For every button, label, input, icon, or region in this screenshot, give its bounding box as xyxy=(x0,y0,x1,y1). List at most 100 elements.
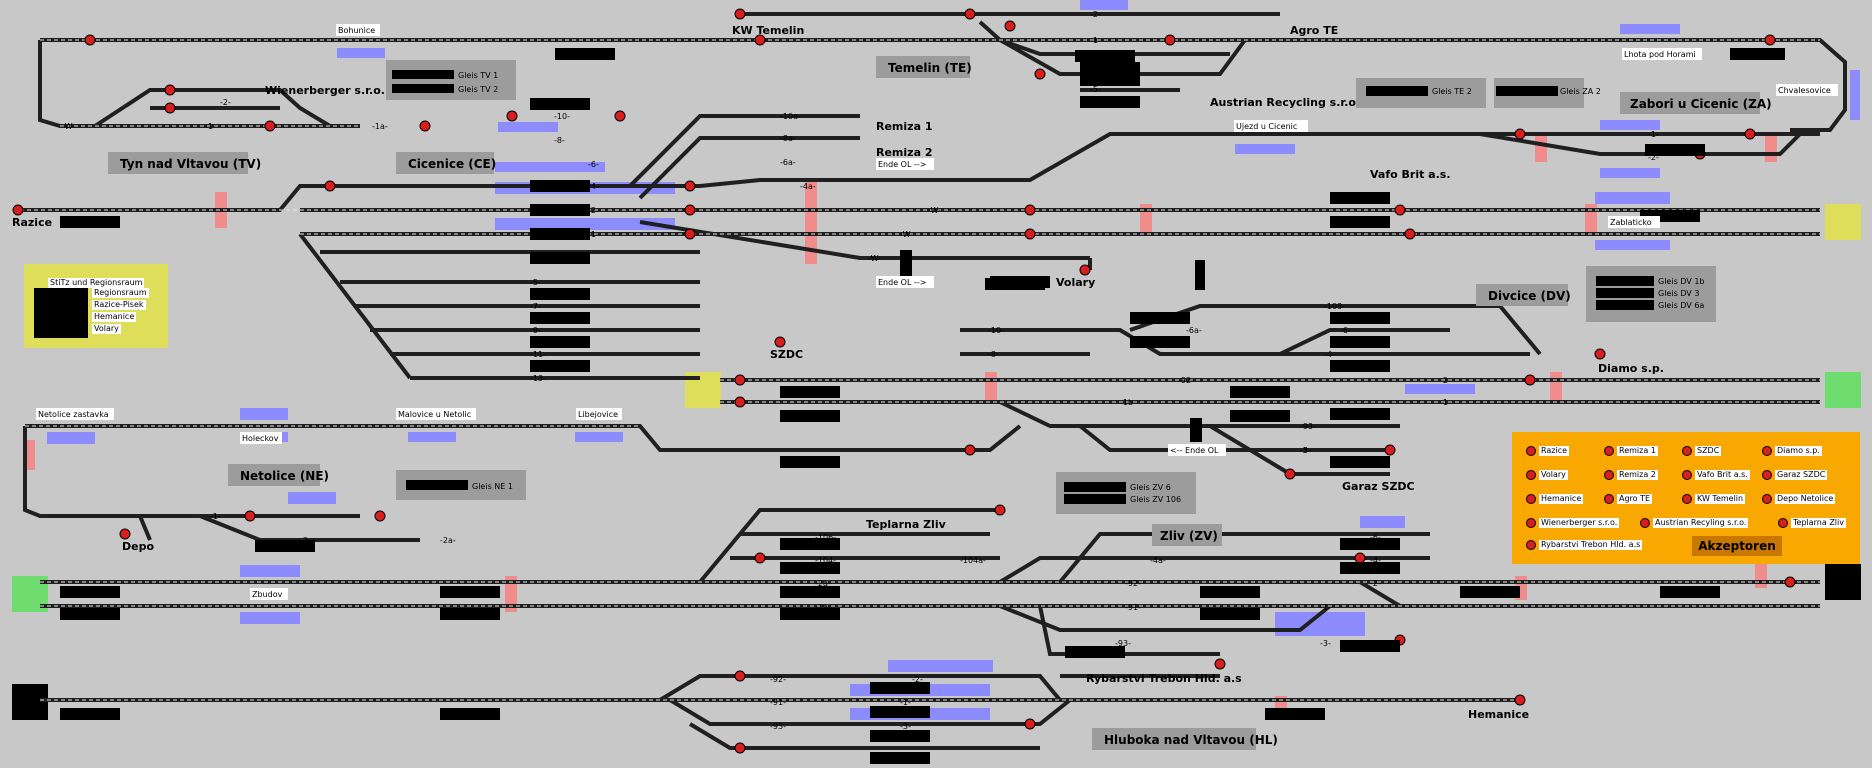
svg-text:Gleis TE 2: Gleis TE 2 xyxy=(1432,87,1472,96)
svg-text:-6-: -6- xyxy=(588,160,599,169)
svg-text:-4a-: -4a- xyxy=(800,182,816,191)
svg-text:-8-: -8- xyxy=(554,136,565,145)
akzeptor-item[interactable]: Depo Netolice xyxy=(1762,494,1836,504)
akzeptor-item[interactable]: Agro TE xyxy=(1604,494,1653,504)
akzeptor-item[interactable]: Hemanice xyxy=(1526,494,1584,504)
svg-text:-9-: -9- xyxy=(530,326,541,335)
svg-text:-1-: -1- xyxy=(1648,130,1659,139)
svg-text:-3-: -3- xyxy=(1090,60,1101,69)
svg-text:-92-: -92- xyxy=(1125,579,1141,588)
signal-dot-icon xyxy=(1604,494,1614,504)
svg-text:-2-: -2- xyxy=(1370,579,1381,588)
svg-text:Diamo s.p.: Diamo s.p. xyxy=(1598,362,1664,375)
svg-text:Ende OL -->: Ende OL --> xyxy=(878,160,926,169)
svg-text:Depo: Depo xyxy=(122,540,154,553)
akzeptor-label: Razice xyxy=(1539,446,1570,456)
akzeptor-label: Remiza 1 xyxy=(1617,446,1658,456)
svg-text:-10-: -10- xyxy=(554,112,570,121)
stitz-title: StiTz und Regionsraum xyxy=(48,278,145,288)
akzeptor-label: Remiza 2 xyxy=(1617,470,1658,480)
akzeptor-item[interactable]: Remiza 1 xyxy=(1604,446,1658,456)
svg-text:-6a-: -6a- xyxy=(780,158,796,167)
track-dash-overlay xyxy=(20,39,1820,701)
svg-text:-1-: -1- xyxy=(1440,398,1451,407)
svg-text:Divcice (DV): Divcice (DV) xyxy=(1488,289,1571,303)
svg-text:Hemanice: Hemanice xyxy=(1468,708,1529,721)
signals[interactable] xyxy=(12,8,1796,754)
svg-text:Agro TE: Agro TE xyxy=(1290,24,1338,37)
svg-text:-1-: -1- xyxy=(205,122,216,131)
stitz-item[interactable]: Regionsraum xyxy=(92,288,149,298)
akzeptor-label: Rybarstvi Trebon Hld. a.s xyxy=(1539,540,1643,550)
svg-text:-13-: -13- xyxy=(530,374,546,383)
akzeptor-item[interactable]: Razice xyxy=(1526,446,1570,456)
track-labels: -W- -2- -1- -1a- -10- -8- -6- -4- -2- -1… xyxy=(62,10,1659,731)
akzeptor-item[interactable]: Vafo Brit a.s. xyxy=(1682,470,1750,480)
svg-text:-1-: -1- xyxy=(1090,36,1101,45)
svg-text:-92-: -92- xyxy=(770,675,786,684)
svg-text:Tyn nad Vltavou (TV): Tyn nad Vltavou (TV) xyxy=(120,157,261,171)
akzeptor-item[interactable]: Remiza 2 xyxy=(1604,470,1658,480)
stitz-item[interactable]: Hemanice xyxy=(92,312,137,322)
akzeptor-item[interactable]: Teplarna Zliv xyxy=(1778,518,1846,528)
svg-text:-10a-: -10a- xyxy=(780,112,801,121)
yard-end-green-e xyxy=(1825,372,1861,408)
svg-text:Hluboka nad Vltavou (HL): Hluboka nad Vltavou (HL) xyxy=(1104,733,1278,747)
akzeptor-item[interactable]: Diamo s.p. xyxy=(1762,446,1822,456)
akzeptor-item[interactable]: Rybarstvi Trebon Hld. a.s xyxy=(1526,540,1643,550)
svg-text:Zablaticko: Zablaticko xyxy=(1610,218,1652,227)
signal-dot-icon xyxy=(1526,446,1536,456)
akzeptor-item[interactable]: Wienerberger s.r.o. xyxy=(1526,518,1620,528)
svg-text:-93-: -93- xyxy=(770,722,786,731)
svg-text:-2-: -2- xyxy=(1440,376,1451,385)
svg-text:Zliv (ZV): Zliv (ZV) xyxy=(1160,529,1218,543)
track-layout xyxy=(20,12,1847,750)
svg-text:Holeckov: Holeckov xyxy=(242,434,279,443)
station-boxes[interactable]: Tyn nad Vltavou (TV) Cicenice (CE) Temel… xyxy=(108,56,1772,750)
akzeptor-item[interactable]: Garaz SZDC xyxy=(1762,470,1828,480)
akzeptor-item[interactable]: KW Temelin xyxy=(1682,494,1746,504)
svg-text:-92-: -92- xyxy=(1178,376,1194,385)
akzeptor-item[interactable]: Volary xyxy=(1526,470,1568,480)
svg-text:SZDC: SZDC xyxy=(770,348,803,361)
signal-dot-icon xyxy=(1526,518,1536,528)
svg-text:-5-: -5- xyxy=(1300,446,1311,455)
stitz-panel: StiTz und Regionsraum Regionsraum Razice… xyxy=(24,264,168,348)
yard-end-black-e xyxy=(1825,564,1861,600)
svg-text:Temelin (TE): Temelin (TE) xyxy=(888,61,972,75)
svg-text:-2-: -2- xyxy=(1090,10,1101,19)
yard-end-yellow-e xyxy=(1825,204,1861,240)
signal-dot-icon xyxy=(1762,470,1772,480)
svg-text:Remiza 1: Remiza 1 xyxy=(876,120,932,133)
svg-text:-5-: -5- xyxy=(1090,85,1101,94)
svg-text:-2-: -2- xyxy=(588,206,599,215)
svg-text:-1b-: -1b- xyxy=(1120,398,1136,407)
occupancy-blocks xyxy=(47,0,1860,720)
akzeptor-label: Teplarna Zliv xyxy=(1791,518,1846,528)
svg-text:-2-: -2- xyxy=(1648,153,1659,162)
train-number-blocks xyxy=(60,48,1785,764)
stitz-item[interactable]: Razice-Pisek xyxy=(92,300,146,310)
svg-text:-104a-: -104a- xyxy=(960,556,986,565)
akzeptoren-button[interactable]: Akzeptoren xyxy=(1692,536,1782,556)
akzeptoren-panel: Razice Remiza 1 SZDC Diamo s.p. Volary Remiza… xyxy=(1512,432,1860,564)
svg-text:Rybarstvi Trebon Hld. a.s: Rybarstvi Trebon Hld. a.s xyxy=(1086,672,1242,685)
svg-text:Gleis TV 2: Gleis TV 2 xyxy=(458,85,498,94)
gleis-panels[interactable]: Gleis TV 1 Gleis TV 2 Gleis TE 2 Gleis Z… xyxy=(386,60,1716,514)
stitz-item[interactable]: Volary xyxy=(92,324,121,334)
akzeptor-label: Garaz SZDC xyxy=(1775,470,1828,480)
svg-text:-108-: -108- xyxy=(1324,302,1345,311)
svg-text:Gleis DV 6a: Gleis DV 6a xyxy=(1658,301,1704,310)
akzeptor-item[interactable]: Austrian Recyling s.r.o. xyxy=(1640,518,1749,528)
akzeptor-item[interactable]: SZDC xyxy=(1682,446,1722,456)
svg-text:Ende OL -->: Ende OL --> xyxy=(878,278,926,287)
svg-text:-2-: -2- xyxy=(300,536,311,545)
svg-text:Netolice (NE): Netolice (NE) xyxy=(240,469,329,483)
svg-text:-93-: -93- xyxy=(1115,639,1131,648)
svg-text:-4-: -4- xyxy=(1370,556,1381,565)
signal-dot-icon xyxy=(1526,494,1536,504)
svg-text:<-- Ende OL: <-- Ende OL xyxy=(1170,446,1219,455)
svg-text:Bohunice: Bohunice xyxy=(338,26,375,35)
signal-dot-icon xyxy=(1682,470,1692,480)
